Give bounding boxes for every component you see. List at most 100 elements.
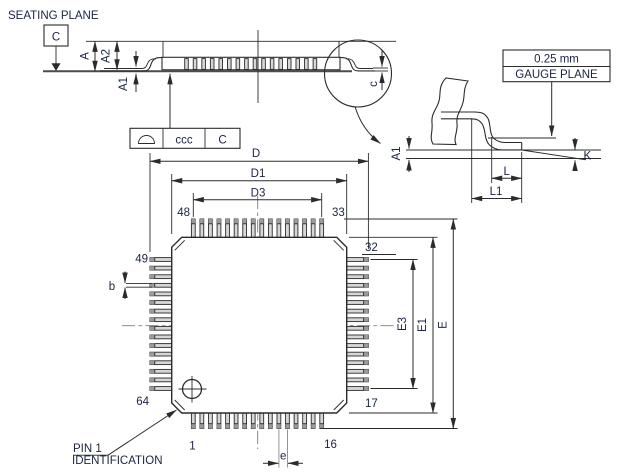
pin-tip bbox=[363, 343, 369, 348]
pin-tip bbox=[150, 369, 155, 374]
feature-control-frame: ccc C bbox=[129, 73, 241, 149]
dimension-c: c bbox=[368, 50, 388, 90]
side-lead bbox=[269, 58, 275, 70]
pin-tip bbox=[199, 219, 204, 224]
pin-number-16: 16 bbox=[324, 439, 337, 451]
lead-row-slab bbox=[161, 56, 341, 71]
pin-tip bbox=[150, 378, 155, 382]
pin-tip bbox=[234, 423, 238, 429]
datum-c-label: C bbox=[52, 32, 60, 44]
gauge-plane-callout: 0.25 mm GAUGE PLANE bbox=[502, 49, 611, 137]
pin-tip bbox=[208, 219, 213, 224]
pin-tip bbox=[150, 317, 155, 322]
detail-lead-lower-curve bbox=[441, 118, 522, 151]
side-lead bbox=[235, 58, 241, 70]
dim-a-label: A bbox=[80, 52, 92, 60]
pin-number-64: 64 bbox=[136, 396, 149, 408]
package-body bbox=[171, 236, 348, 414]
right-lead-profile bbox=[339, 56, 375, 72]
dim-l-label: L bbox=[503, 166, 510, 178]
k-angle-line bbox=[521, 149, 587, 161]
pin-tip bbox=[363, 360, 369, 365]
right-lead-profile-inner bbox=[345, 58, 373, 69]
dim-d1-label: D1 bbox=[251, 168, 266, 180]
dimension-e3: E3 bbox=[370, 259, 418, 389]
dim-pitch-label: e bbox=[280, 451, 286, 463]
side-lead bbox=[295, 58, 301, 70]
dimension-e1: E1 bbox=[349, 236, 438, 414]
pin-tip bbox=[150, 326, 155, 331]
pin-tip bbox=[363, 317, 369, 322]
pin-tip bbox=[208, 423, 213, 429]
pin-tip bbox=[363, 326, 369, 331]
pin-tip bbox=[150, 352, 155, 356]
pin-tip bbox=[199, 423, 204, 429]
left-lead-profile bbox=[100, 56, 163, 72]
dim-d-label: D bbox=[252, 148, 260, 160]
side-lead bbox=[209, 58, 215, 70]
dim-e-label: E bbox=[438, 321, 450, 329]
pin-tip bbox=[363, 378, 369, 382]
pin-tip bbox=[191, 423, 196, 429]
profile-of-surface-symbol-icon bbox=[138, 135, 155, 144]
side-lead bbox=[184, 58, 189, 70]
dimension-k: K bbox=[572, 138, 592, 171]
pin-tip bbox=[277, 423, 281, 429]
pin-tip bbox=[363, 335, 369, 339]
dimension-d: D bbox=[149, 148, 369, 252]
pin-tip bbox=[242, 219, 247, 224]
pin-tip bbox=[150, 335, 155, 339]
side-lead bbox=[218, 58, 223, 70]
dim-c-label: c bbox=[368, 81, 380, 87]
pin-tip bbox=[251, 423, 256, 429]
pin-tip bbox=[150, 386, 155, 391]
side-lead bbox=[286, 58, 292, 70]
pin-tip bbox=[150, 343, 155, 348]
pin-tip bbox=[363, 386, 369, 391]
pin-tip bbox=[294, 219, 298, 224]
body-break-shape bbox=[430, 77, 469, 146]
pin-tip bbox=[363, 274, 369, 279]
pin-tip bbox=[277, 219, 281, 224]
pin1-identification-mark bbox=[178, 376, 207, 403]
pin-tip bbox=[319, 219, 324, 224]
pin-tip bbox=[150, 309, 155, 313]
detail-lead-upper-curve bbox=[441, 111, 522, 144]
datum-triangle-icon bbox=[51, 63, 61, 71]
pin-tip bbox=[363, 283, 369, 288]
dimension-d1: D1 bbox=[171, 168, 348, 234]
pin-tip bbox=[251, 219, 256, 224]
fcf-datum-label: C bbox=[218, 135, 226, 147]
pin-tip bbox=[225, 423, 230, 429]
pin-tip bbox=[225, 219, 230, 224]
side-lead bbox=[261, 58, 266, 70]
side-lead bbox=[304, 58, 309, 70]
side-view: SEATING PLANE C A A2 bbox=[8, 10, 396, 149]
pin-tip bbox=[363, 369, 369, 374]
datum-c-symbol: C bbox=[43, 24, 69, 71]
chamfer-top-left bbox=[174, 239, 186, 251]
pin-tip bbox=[319, 423, 324, 429]
dimension-a1-side: A1 bbox=[118, 51, 139, 92]
fcf-tolerance-label: ccc bbox=[175, 135, 193, 147]
pin1-note-line1: PIN 1 bbox=[73, 443, 102, 455]
side-lead bbox=[227, 58, 232, 70]
pin1-note-line2: IDENTIFICATION bbox=[72, 455, 163, 467]
chamfer-top-right bbox=[333, 239, 345, 251]
dimension-pitch: e bbox=[263, 429, 303, 468]
dimension-a1-detail: A1 bbox=[391, 136, 412, 172]
pin-tip bbox=[311, 423, 316, 429]
pin-tip bbox=[285, 219, 290, 224]
pin-tip bbox=[150, 292, 155, 296]
pin-number-48: 48 bbox=[177, 207, 190, 219]
left-lead-profile-inner bbox=[104, 58, 157, 69]
dim-d3-label: D3 bbox=[251, 188, 266, 200]
dim-a1-detail-label: A1 bbox=[391, 146, 403, 160]
dimension-e: E bbox=[320, 218, 458, 429]
pin-number-33: 33 bbox=[332, 207, 345, 219]
pin-tip bbox=[363, 257, 369, 262]
pin-tip bbox=[285, 423, 290, 429]
side-lead bbox=[192, 58, 198, 70]
